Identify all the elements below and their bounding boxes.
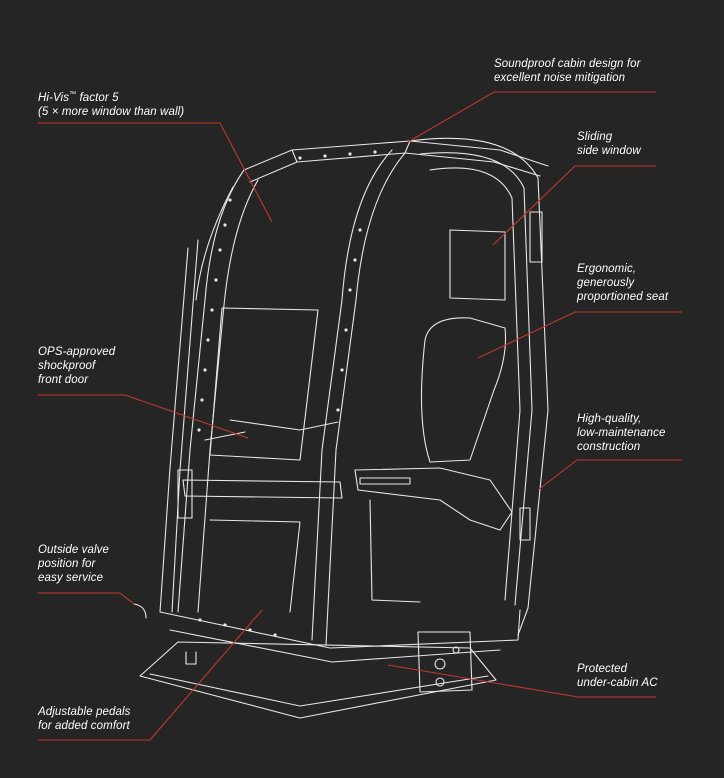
trademark-mark: ™ — [69, 91, 77, 98]
hivis-line2: (5 × more window than wall) — [38, 106, 185, 118]
cabin-rivets — [197, 150, 377, 637]
callout-hivis: Hi-Vis™ factor 5 (5 × more window than w… — [38, 88, 184, 119]
callout-under-cabin-ac: Protected under-cabin AC — [577, 663, 658, 689]
leader-ac — [387, 664, 656, 698]
callout-seat: Ergonomic, generously proportioned seat — [577, 263, 669, 303]
leader-seat — [477, 311, 682, 359]
cabin-line-art — [133, 137, 549, 719]
callout-soundproof: Soundproof cabin design for excellent no… — [494, 58, 641, 84]
callout-sliding-window: Sliding side window — [577, 131, 641, 157]
hivis-line1-a: Hi-Vis — [38, 92, 70, 104]
leader-pedals — [38, 609, 263, 741]
leader-soundproof — [407, 91, 656, 143]
callout-front-door: OPS-approved shockproof front door — [38, 346, 116, 386]
leader-hivis — [38, 122, 273, 223]
callout-pedals: Adjustable pedals for added comfort — [38, 706, 131, 732]
leader-construction — [537, 459, 682, 491]
callout-construction: High-quality, low-maintenance constructi… — [577, 413, 666, 453]
leader-valve — [38, 592, 135, 605]
callout-valve: Outside valve position for easy service — [38, 544, 109, 584]
hivis-line1-b: factor 5 — [76, 92, 119, 104]
leader-ops — [38, 394, 249, 439]
leader-sliding — [492, 165, 656, 246]
callout-leader-lines — [38, 91, 682, 741]
